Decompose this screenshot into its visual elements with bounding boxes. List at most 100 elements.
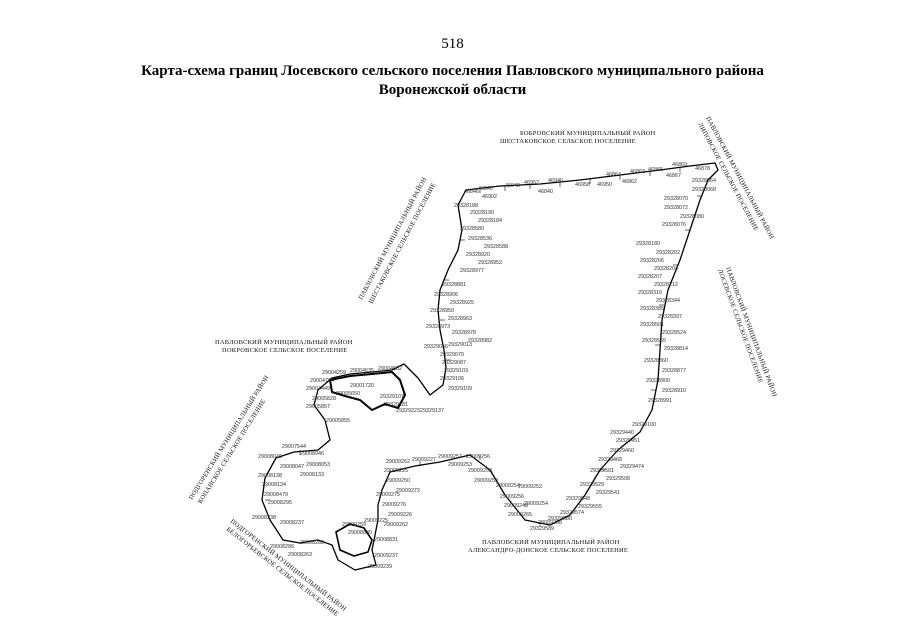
title-line-1: Карта-схема границ Лосевского сельского … xyxy=(141,63,764,79)
point-label: 29009226 xyxy=(388,512,412,518)
point-label: 29329555 xyxy=(578,504,602,510)
point-label: 29009258 xyxy=(468,468,492,474)
point-label: 29328310 xyxy=(638,290,662,296)
point-label: 29328070 xyxy=(664,196,688,202)
point-label: 29329574 xyxy=(560,510,584,516)
point-label: 29009259 xyxy=(474,478,498,484)
point-label: 29008830 xyxy=(348,530,372,536)
region-sw-2: КОПАНСКОЕ СЕЛЬСКОЕ ПОСЕЛЕНИЕ xyxy=(197,398,267,505)
region-west-2: ПОКРОВСКОЕ СЕЛЬСКОЕ ПОСЕЛЕНИЕ xyxy=(222,347,347,354)
point-label: 46952 xyxy=(524,180,539,186)
page-number: 518 xyxy=(441,36,464,52)
point-label: 29009253 xyxy=(448,462,472,468)
region-east-top-2: ЛИПОВСКОЕ СЕЛЬСКОЕ ПОСЕЛЕНИЕ xyxy=(696,122,759,233)
region-nw-2: ШЕСТАКОВСКОЕ СЕЛЬСКОЕ ПОСЕЛЕНИЕ xyxy=(368,182,438,305)
point-label: 29329109 xyxy=(448,386,472,392)
point-label: 29328977 xyxy=(460,268,484,274)
point-label: 29329070 xyxy=(440,352,464,358)
point-label: 46869 xyxy=(672,162,687,168)
point-label: 46865 xyxy=(648,167,663,173)
point-label: 29328973 xyxy=(426,324,450,330)
point-label: 29328814 xyxy=(664,346,688,352)
point-label: 46940 xyxy=(478,186,493,192)
point-labels: 46846 46940 46902 46948 46952 46840 4694… xyxy=(252,162,716,570)
point-label: 29008479 xyxy=(264,492,288,498)
point-label: 29328206 xyxy=(640,258,664,264)
point-label: 29328188 xyxy=(454,203,478,209)
point-label: 29008046 xyxy=(300,451,324,457)
point-label: 29329589 xyxy=(530,526,554,532)
point-label: 29328068 xyxy=(692,187,716,193)
point-label: 46950 xyxy=(597,182,612,188)
point-label: 46862 xyxy=(622,179,637,185)
point-label: 29328881 xyxy=(442,282,466,288)
point-label: 29328906 xyxy=(434,292,458,298)
point-label: 29005650 xyxy=(336,391,360,397)
region-sw-1: ПОДГОРЕНСКИЙ МУНИЦИПАЛЬНЫЙ РАЙОН xyxy=(187,374,271,501)
point-label: 29329056 xyxy=(424,344,448,350)
point-label: 46946 xyxy=(548,178,563,184)
point-label: 29008263 xyxy=(288,552,312,558)
boundary-ticks xyxy=(265,167,702,527)
point-label: 29328978 xyxy=(452,330,476,336)
point-label: 46867 xyxy=(666,173,681,179)
point-label: 46878 xyxy=(695,166,710,172)
point-label: 29328555 xyxy=(642,338,666,344)
point-label: 29009265 xyxy=(508,512,532,518)
point-label: 29008053 xyxy=(306,462,330,468)
point-label: 29004259 xyxy=(322,370,346,376)
point-label: 29009256 xyxy=(500,494,524,500)
point-label: 29009262 xyxy=(384,522,408,528)
point-label: 29009227 xyxy=(412,457,436,463)
point-label: 29328877 xyxy=(662,368,686,374)
page-title: Карта-схема границ Лосевского сельского … xyxy=(100,62,805,100)
point-label: 29009239 xyxy=(368,564,392,570)
point-label: 46902 xyxy=(482,194,497,200)
point-label: 29328501 xyxy=(640,322,664,328)
point-label: 29008047 xyxy=(280,464,304,470)
region-west-1: ПАВЛОВСКИЙ МУНИЦИПАЛЬНЫЙ РАЙОН xyxy=(215,338,353,346)
point-label: 29329460 xyxy=(610,448,634,454)
point-label: 29008134 xyxy=(262,482,286,488)
point-label: 46948 xyxy=(505,183,520,189)
point-label: 29009252 xyxy=(518,484,542,490)
point-label: 29008138 xyxy=(258,473,282,479)
enclave-boundary xyxy=(335,523,373,557)
point-label: 29328397 xyxy=(658,314,682,320)
point-label: 29329137 xyxy=(420,408,444,414)
point-label: 29328910 xyxy=(662,388,686,394)
point-label: 29008286 xyxy=(270,544,294,550)
point-label: 29329223 xyxy=(396,408,420,414)
region-south-2: АЛЕКСАНДРО-ДОНСКОЕ СЕЛЬСКОЕ ПОСЕЛЕНИЕ xyxy=(468,547,628,554)
point-label: 29329087 xyxy=(442,360,466,366)
point-label: 29328952 xyxy=(478,260,502,266)
point-label: 29329508 xyxy=(606,476,630,482)
point-label: 29005855 xyxy=(326,418,350,424)
region-south-west-1: ПОДГОРЕНСКИЙ МУНИЦИПАЛЬНЫЙ РАЙОН xyxy=(229,517,348,613)
point-label: 29009257 xyxy=(438,454,462,460)
point-label: 29328925 xyxy=(450,300,474,306)
region-south-1: ПАВЛОВСКИЙ МУНИЦИПАЛЬНЫЙ РАЙОН xyxy=(482,538,620,546)
point-label: 46864 xyxy=(606,172,621,178)
point-label: 29328080 xyxy=(680,214,704,220)
point-label: 29328076 xyxy=(662,222,686,228)
settlement-boundary xyxy=(261,162,719,571)
point-label: 29004635 xyxy=(350,368,374,374)
region-east-mid-2: ЛОСЕВСКОЕ СЕЛЬСКОЕ ПОСЕЛЕНИЕ xyxy=(716,268,764,384)
point-label: 29008295 xyxy=(268,500,292,506)
point-label: 29005857 xyxy=(306,404,330,410)
point-label: 29009256 xyxy=(466,454,490,460)
point-label: 29329468 xyxy=(598,457,622,463)
point-label: 29009259 xyxy=(342,522,366,528)
point-label: 29329100 xyxy=(632,422,656,428)
point-label: 29328212 xyxy=(654,282,678,288)
point-label: 29009225 xyxy=(364,518,388,524)
point-label: 29328385 xyxy=(640,306,664,312)
point-label: 29328202 xyxy=(656,250,680,256)
point-label: 29004532 xyxy=(378,366,402,372)
point-label: 29009262 xyxy=(386,459,410,465)
point-label: 29328190 xyxy=(470,210,494,216)
point-label: 29009272 xyxy=(396,488,420,494)
point-label: 29008831 xyxy=(374,537,398,543)
